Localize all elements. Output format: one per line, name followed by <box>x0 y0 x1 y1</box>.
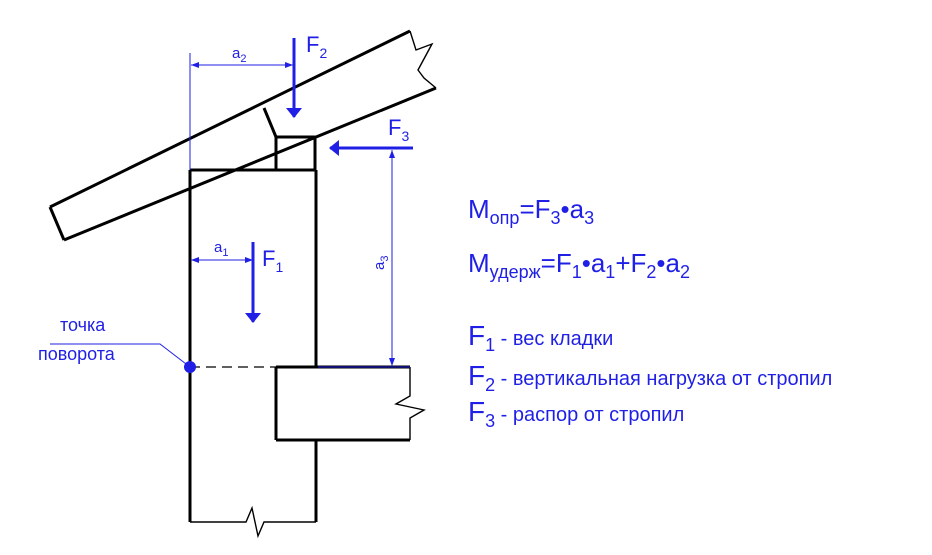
svg-text:a3: a3 <box>371 256 391 270</box>
legend-item-F2: F2 - вертикальная нагрузка от стропил <box>468 360 832 395</box>
svg-text:a2: a2 <box>232 45 246 65</box>
wall <box>188 168 318 539</box>
a2-label-sub: 2 <box>240 53 246 65</box>
pivot-leader-line <box>50 343 191 368</box>
F3-label: F <box>388 115 401 140</box>
svg-text:F1: F1 <box>262 246 283 275</box>
F1-label: F <box>262 246 275 271</box>
dimension-a1: a1 <box>191 239 253 263</box>
F2-label: F <box>306 32 319 57</box>
dimension-a2: a2 <box>189 45 293 170</box>
formula-overturning: Mопр=F3•a3 <box>468 194 594 228</box>
force-F1: F1 <box>245 242 283 323</box>
a3-label: a <box>371 261 388 270</box>
svg-text:F2: F2 <box>306 32 327 61</box>
a1-label-sub: 1 <box>222 247 228 259</box>
force-F2: F2 <box>286 32 327 118</box>
a1-label: a <box>214 239 223 256</box>
legend-item-F3: F3 - распор от стропил <box>468 396 684 431</box>
F3-label-sub: 3 <box>401 128 409 144</box>
wall-plate <box>274 135 317 172</box>
dimension-a3: a3 <box>318 150 410 368</box>
formula-restoring: Mудерж=F1•a1+F2•a2 <box>468 248 690 282</box>
rafter-strut <box>262 107 278 138</box>
a3-label-sub: 3 <box>379 256 391 262</box>
svg-text:a1: a1 <box>214 239 228 259</box>
pivot-label-line1: точка <box>60 315 106 335</box>
rafter <box>48 29 437 242</box>
pivot-label-line2: поворота <box>38 344 116 364</box>
force-F3: F3 <box>329 115 413 156</box>
legend-item-F1: F1 - вес кладки <box>468 320 613 355</box>
F2-label-sub: 2 <box>319 45 327 61</box>
svg-text:F3: F3 <box>388 115 409 144</box>
floor-slab <box>274 365 426 442</box>
F1-label-sub: 1 <box>275 259 283 275</box>
a2-label: a <box>232 45 241 62</box>
